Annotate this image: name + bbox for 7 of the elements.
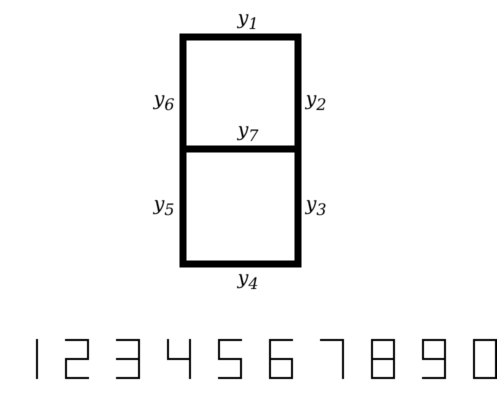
segment-label: y$_{6}$	[154, 89, 174, 115]
segment-label: y$_{4}$	[238, 268, 258, 294]
segment-label: y$_{2}$	[306, 89, 326, 115]
segment-label: y$_{3}$	[306, 194, 326, 220]
segment-label: y$_{5}$	[154, 194, 174, 220]
segment-label: y$_{1}$	[238, 8, 258, 34]
segment-label: y$_{7}$	[238, 120, 258, 146]
